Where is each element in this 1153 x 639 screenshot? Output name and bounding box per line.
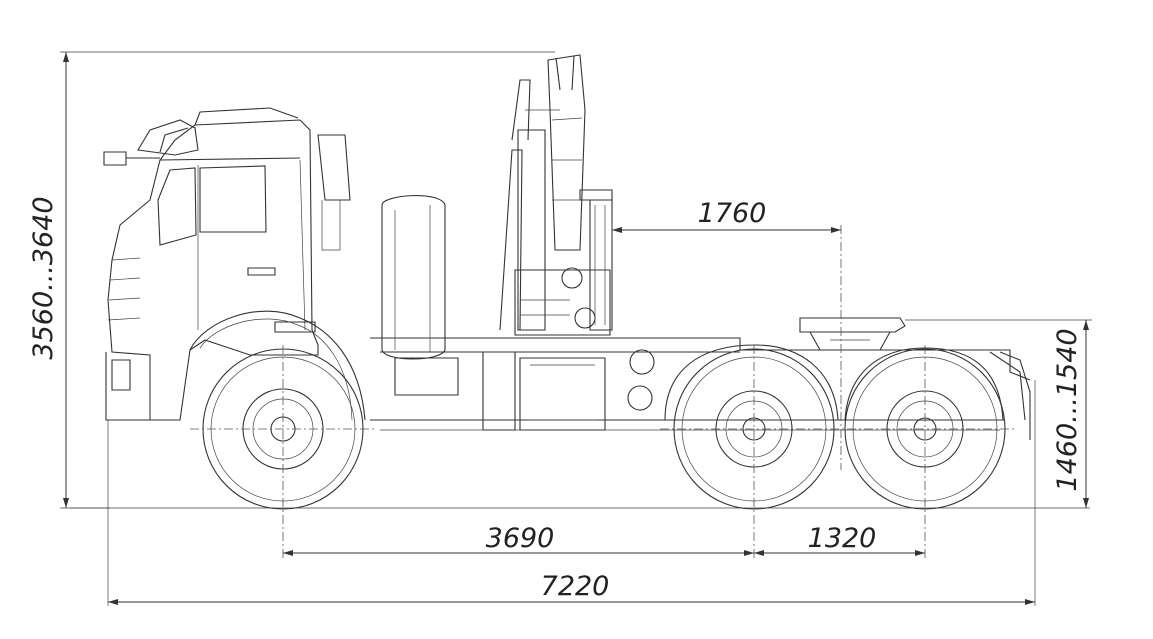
- wheelbase-rear-label: 1320: [808, 523, 877, 554]
- chassis-frame: [370, 337, 1031, 440]
- rear-mudguard: [664, 344, 1026, 421]
- wheelbase-front-label: 3690: [486, 523, 555, 554]
- truck-tractor-drawing: [70, 54, 1090, 560]
- crane-drawing: [499, 54, 613, 336]
- fifth-wheel-height-label: 1460...1540: [1052, 328, 1083, 491]
- spare-wheel: [381, 195, 446, 360]
- fuel-tank: [394, 349, 655, 431]
- dimension-labels: 3560...3640 1460...1540 1760 3690 1320 7…: [28, 196, 1083, 602]
- center-lines: [190, 225, 1015, 560]
- overall-length-label: 7220: [541, 571, 610, 602]
- overall-height-label: 3560...3640: [28, 196, 59, 359]
- cab: [103, 107, 366, 421]
- dimension-lines: [60, 51, 1092, 606]
- fifth-wheel-offset-label: 1760: [698, 198, 767, 229]
- fifth-wheel-icon: [799, 317, 906, 351]
